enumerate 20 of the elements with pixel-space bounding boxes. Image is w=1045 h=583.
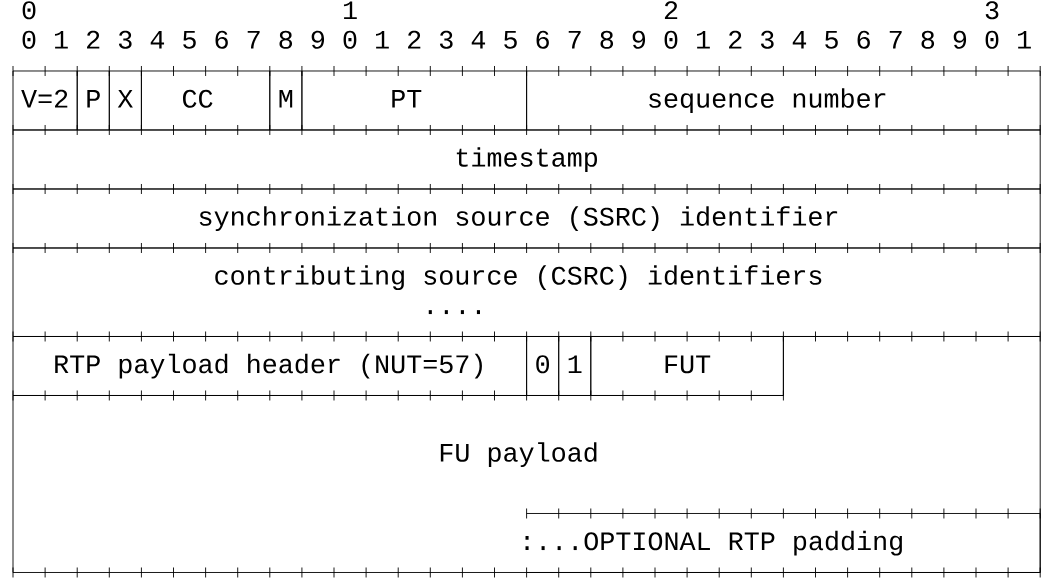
field-box: PT: [301, 70, 528, 131]
bit-position-number: 3: [985, 1, 999, 20]
field-box: P: [76, 70, 110, 131]
field-box: RTP payload header (NUT=57): [12, 336, 528, 396]
bit-numbers: 0 1 2 3 4 5 6 7 8 9 0 1 2 3 4 5 6 7 8 9 0 1 2 3 4 5 6 7 8 9 0 1: [22, 30, 1031, 49]
bit-position-number: 0: [22, 1, 36, 20]
field-box: X: [108, 70, 142, 131]
field-box: synchronization source (SSRC) identifier: [12, 188, 1041, 249]
padding-box: :...OPTIONAL RTP padding: [525, 513, 1041, 573]
field-box: CC: [140, 70, 271, 131]
field-box: timestamp: [12, 129, 1041, 190]
field-box: sequence number: [526, 70, 1041, 131]
field-box: contributing source (CSRC) identifiers ....: [12, 247, 1041, 337]
field-box: V=2: [12, 70, 78, 131]
field-box: 1: [558, 336, 592, 396]
bit-position-number: 2: [664, 1, 678, 20]
bit-position-number: 1: [343, 1, 357, 20]
field-box: FUT: [590, 336, 784, 396]
field-box: M: [269, 70, 303, 131]
field-box: 0: [526, 336, 560, 396]
